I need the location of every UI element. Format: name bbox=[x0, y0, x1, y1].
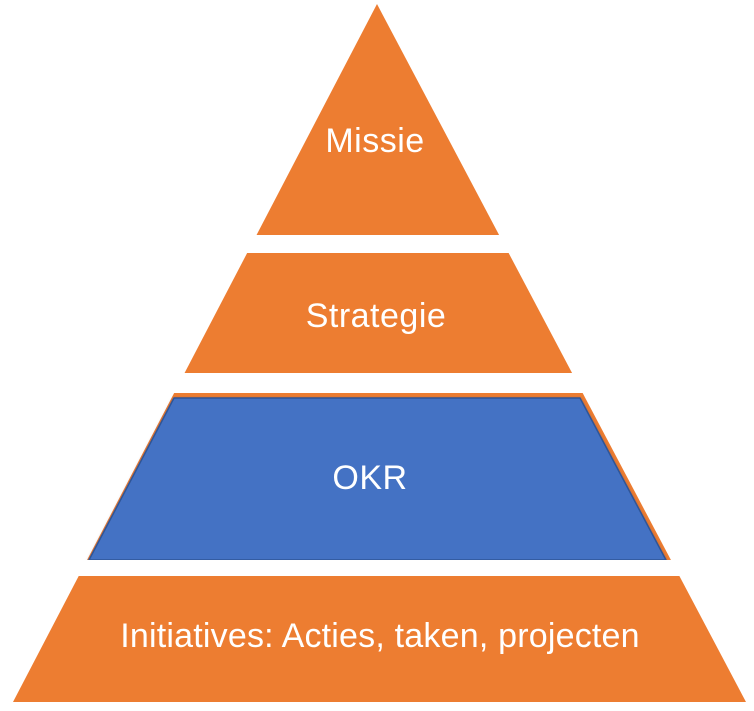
separator-band-2 bbox=[159, 373, 598, 393]
pyramid-triangle bbox=[13, 4, 746, 702]
separator-band-1 bbox=[232, 235, 524, 253]
pyramid-level-initiatives-label: Initiatives: Acties, taken, projecten bbox=[120, 617, 640, 655]
pyramid-level-okr-label: OKR bbox=[332, 459, 407, 497]
pyramid-level-strategie-label: Strategie bbox=[306, 297, 447, 335]
separator-band-3 bbox=[64, 560, 694, 576]
pyramid-level-missie-label: Missie bbox=[325, 122, 424, 160]
